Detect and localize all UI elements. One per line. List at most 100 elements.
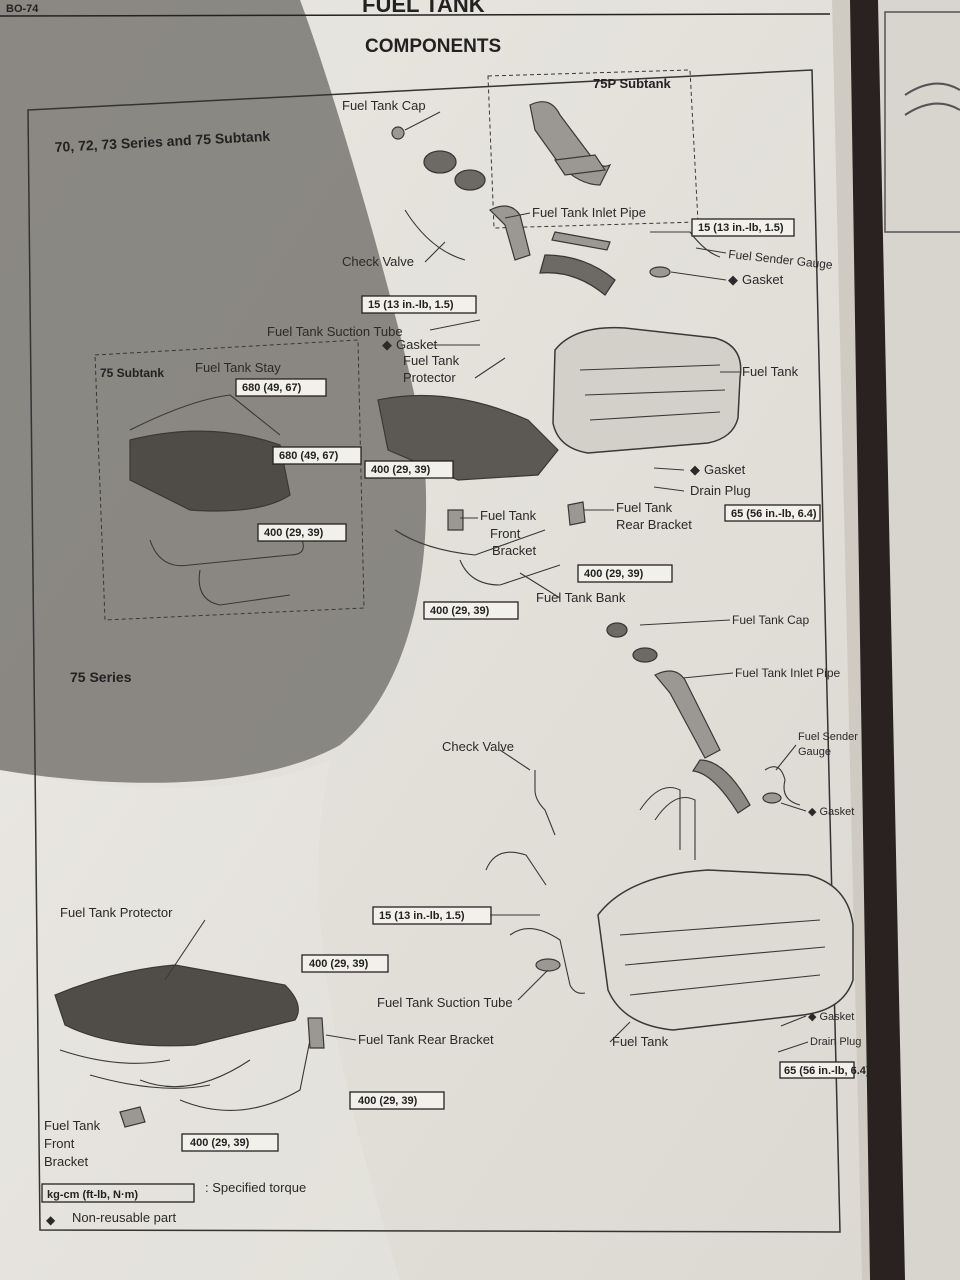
subtank-75p-label: 75P Subtank [593,76,672,91]
inlet-pipe-bottom-part [654,670,721,759]
label-inlet-pipe-bottom: Fuel Tank Inlet Pipe [735,666,841,680]
label-suction-tube-top: Fuel Tank Suction Tube [267,324,403,339]
main-frame [27,69,841,1233]
torque-value: 15 (13 in.-lb, 1.5) [698,222,784,234]
label-fuel-tank-cap-top: Fuel Tank Cap [342,98,426,113]
torque-box: 400 (29, 39) [577,564,673,583]
torque-value: 15 (13 in.-lb, 1.5) [368,299,454,311]
sender-gasket-bottom-part [762,792,782,804]
fuel-tank-protector-top-part [377,394,559,481]
legend-unit-desc: : Specified torque [205,1180,306,1195]
subtank-75-label: 75 Subtank [100,366,164,380]
torque-value: 400 (29, 39) [358,1095,418,1107]
torque-value: 65 (56 in.-lb, 6.4) [731,508,817,520]
torque-value: 680 (49, 67) [242,382,302,394]
leader-lines-bottom [164,619,809,1053]
suction-gasket-bottom-part [535,958,561,972]
torque-box: 400 (29, 39) [423,601,519,620]
label-rear-bracket-2-top: Rear Bracket [616,517,692,532]
label-suction-tube-bottom: Fuel Tank Suction Tube [377,995,513,1010]
non-reusable-diamond: ◆ [808,1011,817,1023]
label-gasket-drain-top: ◆ Gasket [690,462,746,477]
torque-box: 400 (29, 39) [349,1091,445,1110]
front-bracket-top-part [447,509,464,531]
label-gasket-text: Gasket [396,337,438,352]
protector-rails [59,1049,211,1089]
fuel-tank-stay-part [129,394,281,436]
fuel-tank-bottom-part [597,869,854,1031]
page-title: FUEL TANK [362,0,485,17]
label-check-valve-bottom: Check Valve [442,739,514,754]
label-gasket-left-top: ◆Gasket [382,337,438,352]
fuel-tank-top-ribs [579,364,726,421]
fuel-tank-cap-part [391,126,405,140]
label-rear-bracket-bottom: Fuel Tank Rear Bracket [358,1032,494,1047]
label-fuel-tank-top: Fuel Tank [742,364,799,379]
header-rule [0,13,831,17]
bottom-section-heading: 75 Series [70,669,132,685]
label-front-bracket-1-bottom: Fuel Tank [44,1118,101,1133]
label-protector-1-top: Fuel Tank [403,353,460,368]
leader-lines-top [404,111,740,599]
fuel-tank-bank-top-part [394,529,561,586]
label-front-bracket-3-bottom: Bracket [44,1154,88,1169]
rear-bracket-top-part [567,501,586,526]
vent-tubes-bottom-part [639,786,696,860]
torque-box: 65 (56 in.-lb, 6.4) [779,1061,870,1079]
torque-value: 400 (29, 39) [430,605,490,617]
label-protector-bottom: Fuel Tank Protector [60,905,173,920]
legend-diamond-icon: ◆ [46,1213,56,1227]
next-page-box [884,11,960,233]
check-valve-line [404,209,466,261]
fuel-tank-cap-bottom-part [606,622,628,638]
torque-box: 680 (49, 67) [235,378,327,397]
page-subtitle: COMPONENTS [365,36,501,57]
subtank-75p-hose [553,154,607,176]
cap-ring-bottom-part [632,647,658,663]
torque-box: 15 (13 in.-lb, 1.5) [691,218,795,237]
torque-box: 400 (29, 39) [301,954,389,973]
subtank-75p-box [487,69,699,229]
sender-gauge-part [650,231,721,258]
label-drain-plug-top: Drain Plug [690,483,751,498]
torque-box: 400 (29, 39) [181,1133,279,1152]
torque-box: 15 (13 in.-lb, 1.5) [361,295,477,314]
label-front-bracket-3-top: Bracket [492,543,536,558]
label-gasket-bottom: ◆Gasket [808,806,854,818]
label-gasket-drain-bottom: ◆Gasket [808,1011,854,1023]
top-hose-part [551,231,611,251]
label-drain-plug-bottom: Drain Plug [810,1036,861,1048]
label-check-valve-top: Check Valve [342,254,414,269]
torque-value: 15 (13 in.-lb, 1.5) [379,910,465,922]
subtank-bank-part [149,534,304,606]
label-gasket-text: Gasket [819,1011,854,1023]
torque-box: 400 (29, 39) [364,460,454,479]
non-reusable-diamond: ◆ [690,462,700,477]
rear-bracket-bottom-part [307,1017,325,1049]
label-fuel-tank-bottom: Fuel Tank [612,1034,669,1049]
torque-value: 680 (49, 67) [279,450,339,462]
torque-value: 400 (29, 39) [584,568,644,580]
fuel-tank-bottom-ribs [619,919,826,996]
label-front-bracket-2-bottom: Front [44,1136,75,1151]
label-fuel-tank-stay: Fuel Tank Stay [195,360,281,375]
label-gasket-right-top: ◆Gasket [728,272,784,287]
next-page [878,0,960,1280]
cap-ring-part [454,169,486,191]
inlet-pipe-part [488,205,531,261]
label-rear-bracket-1-top: Fuel Tank [616,500,673,515]
non-reusable-diamond: ◆ [808,806,817,818]
hose-bottom-part [485,851,547,886]
label-inlet-pipe-top: Fuel Tank Inlet Pipe [532,205,646,220]
suction-tube-bottom-part [509,928,586,994]
check-valve-bottom-part [534,770,556,836]
label-fuel-tank-bank: Fuel Tank Bank [536,590,626,605]
label-gasket-text: Gasket [704,462,746,477]
cap-gasket-part [423,150,457,174]
inlet-hose-bottom-part [691,759,751,814]
page-code: BO-74 [6,3,39,15]
torque-value: 400 (29, 39) [264,527,324,539]
label-gasket-text: Gasket [742,272,784,287]
label-front-bracket-1-top: Fuel Tank [480,508,537,523]
